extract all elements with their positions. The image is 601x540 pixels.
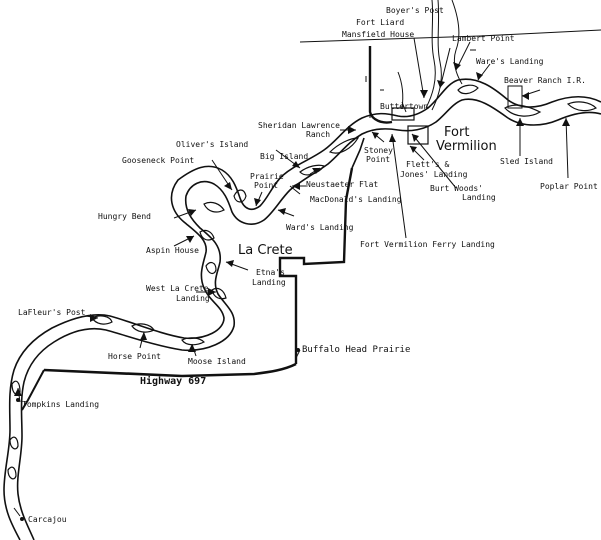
island-aspin [199,229,215,241]
label-sheridan-line1: Sheridan Lawrence [258,121,340,130]
river-bank-south [16,98,601,540]
island-south-1 [9,436,19,450]
map-ticks [365,49,476,91]
label-arrowheads [14,62,570,396]
label-stoney-line1: Stoney [364,146,393,155]
label-burt-line2: Landing [462,193,496,202]
island-olivers [299,164,325,176]
label-fort-liard: Fort Liard [356,18,405,27]
road-ferry [351,137,365,169]
town-fort-vermilion-line2: Vermilion [436,139,497,154]
highway-697 [43,362,297,378]
island-wares [457,84,479,95]
road-southwest [21,369,45,411]
label-etnas-line1: Etna's [256,268,285,277]
label-wards-landing: Ward's Landing [286,223,354,232]
label-neustaeter-flat: Neustaeter Flat [306,180,379,189]
island-big [328,137,360,154]
label-macdonalds-landing: MacDonald's Landing [310,195,402,204]
label-boyers-post: Boyer's Post [386,6,444,15]
creek-vermilion-2 [431,0,442,111]
island-sled [504,104,542,117]
town-la-crete: La Crete [238,243,293,258]
label-big-island: Big Island [260,152,309,161]
label-lambert-point: Lambert Point [452,34,515,43]
boundary-north [299,29,601,43]
label-buffalo-head-prairie: Buffalo Head Prairie [302,345,411,355]
creek-east [451,0,463,85]
label-stoney-line2: Point [366,155,391,164]
label-wares-landing: Ware's Landing [476,57,544,66]
label-buttertown: Buttertown [380,102,429,111]
townsite-block-1 [391,107,415,121]
island-etnas [205,261,217,275]
label-west-la-crete-line2: Landing [176,294,210,303]
label-hungry-bend: Hungry Bend [98,212,151,221]
label-fletts-line2: Jones' Landing [400,170,468,179]
label-sheridan-line2: Ranch [306,130,331,139]
label-lafleurs-post: LaFleur's Post [18,308,86,317]
townsite-block-2 [407,125,429,145]
island-horse-point [131,323,155,333]
label-poplar-point: Poplar Point [540,182,598,191]
label-horse-point: Horse Point [108,352,161,361]
island-west-la-crete [211,287,227,300]
label-mansfield-house: Mansfield House [342,30,415,39]
label-gooseneck-point: Gooseneck Point [122,156,195,165]
label-prairie-line1: Prairie [250,172,284,181]
island-near-poplar [566,101,598,112]
label-aspin-house: Aspin House [146,246,199,255]
creek-vermilion [425,0,436,109]
label-tompkins-landing: Tompkins Landing [22,400,100,409]
river-bank-north [3,78,601,540]
highway-label: Highway 697 [140,376,207,387]
label-ferry-landing: Fort Vermilion Ferry Landing [360,240,495,249]
label-fletts-line1: Flett's & [406,160,450,169]
label-moose-island: Moose Island [188,357,246,366]
island-hungry-bend [203,201,225,213]
town-fort-vermilion-line1: Fort [444,125,470,140]
road-south-vertical [278,167,354,364]
label-etnas-line2: Landing [252,278,286,287]
island-gooseneck [233,189,247,203]
label-prairie-line2: Point [254,181,279,190]
label-carcajou: Carcajou [28,515,67,524]
island-lafleur [91,315,113,325]
beaver-ranch-reserve [507,85,523,109]
road-fort-vermilion [368,46,393,124]
label-olivers-island: Oliver's Island [176,140,249,149]
creek-buttertown [397,71,404,109]
island-south-2 [7,466,17,480]
label-burt-line1: Burt Woods' [430,184,483,193]
label-west-la-crete-line1: West La Crete [146,284,209,293]
label-sled-island: Sled Island [500,157,553,166]
label-beaver-ranch: Beaver Ranch I.R. [504,76,586,85]
island-moose [181,337,206,346]
